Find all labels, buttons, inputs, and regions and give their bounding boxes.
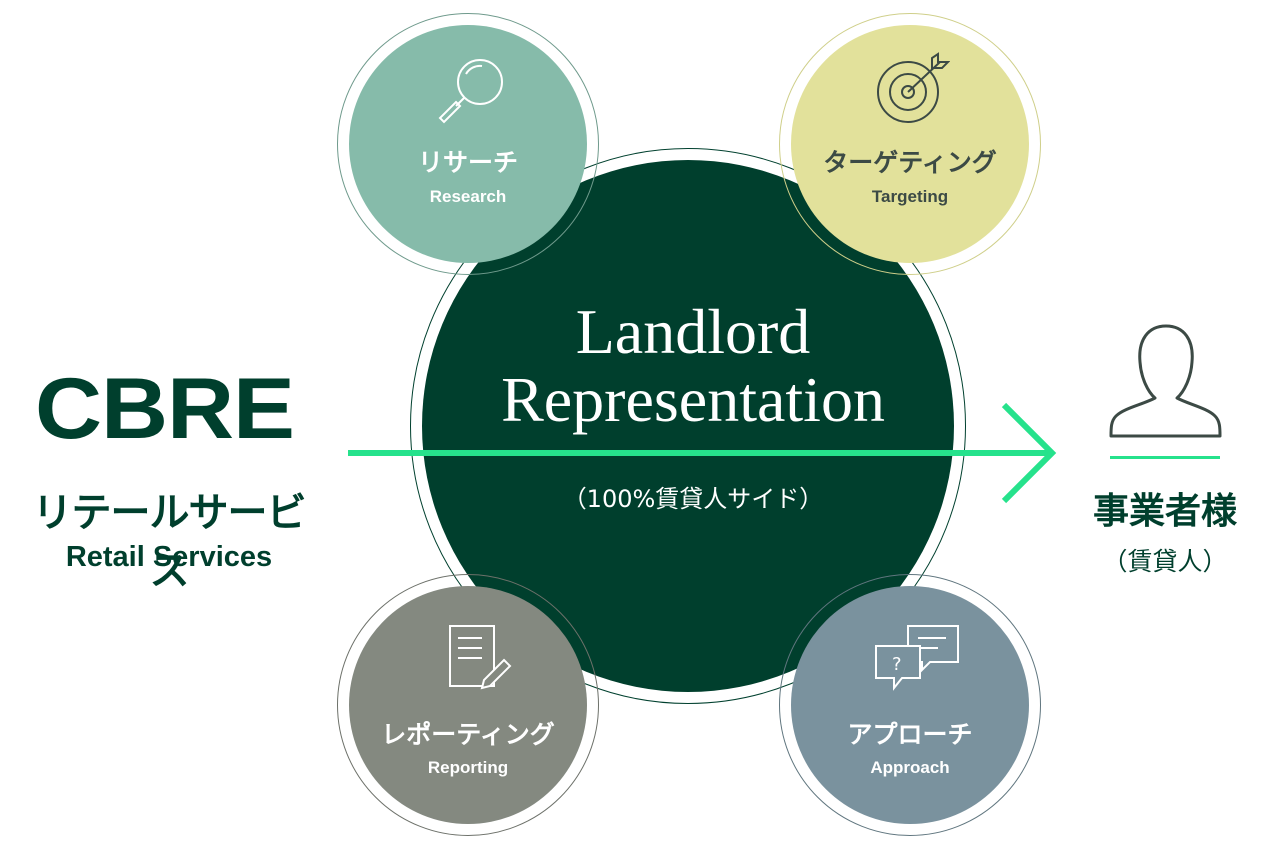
- targeting-label-jp: ターゲティング: [823, 148, 997, 177]
- flow-arrow: [340, 395, 1070, 509]
- speech-bubbles-icon: ?: [872, 622, 962, 696]
- targeting-label-en: Targeting: [871, 187, 949, 206]
- reporting-circle: [349, 586, 587, 824]
- targeting-circle-ring: [779, 13, 1041, 275]
- approach-circle-ring: [779, 574, 1041, 836]
- target-icon: [874, 52, 951, 132]
- client-title: 事業者様: [1092, 491, 1237, 532]
- retail-services-jp: リテールサービス: [32, 490, 307, 594]
- approach-label-jp: アプローチ: [847, 720, 973, 749]
- client-subtitle: （賃貸人）: [1102, 547, 1228, 576]
- center-title: Landlord Representation: [440, 298, 946, 434]
- research-label-en: Research: [429, 187, 507, 206]
- center-circle-ring: [410, 148, 966, 704]
- center-title-line1: Landlord: [575, 296, 811, 367]
- research-circle-ring: [337, 13, 599, 275]
- center-subtitle: （100%賃貸人サイド）: [562, 485, 824, 513]
- reporting-label-jp: レポーティング: [381, 720, 555, 749]
- svg-text:?: ?: [892, 654, 902, 675]
- targeting-circle: [791, 25, 1029, 263]
- person-icon: [1108, 322, 1224, 446]
- research-label-jp: リサーチ: [417, 148, 518, 177]
- document-pencil-icon: [446, 624, 512, 696]
- magnifier-icon: [436, 54, 512, 130]
- client-divider: [1110, 456, 1220, 459]
- cbre-logo: CBRE: [35, 361, 295, 457]
- reporting-label-en: Reporting: [427, 758, 509, 777]
- retail-services-en: Retail Services: [65, 541, 273, 573]
- reporting-circle-ring: [337, 574, 599, 836]
- center-title-line2: Representation: [501, 364, 885, 435]
- approach-label-en: Approach: [870, 758, 950, 777]
